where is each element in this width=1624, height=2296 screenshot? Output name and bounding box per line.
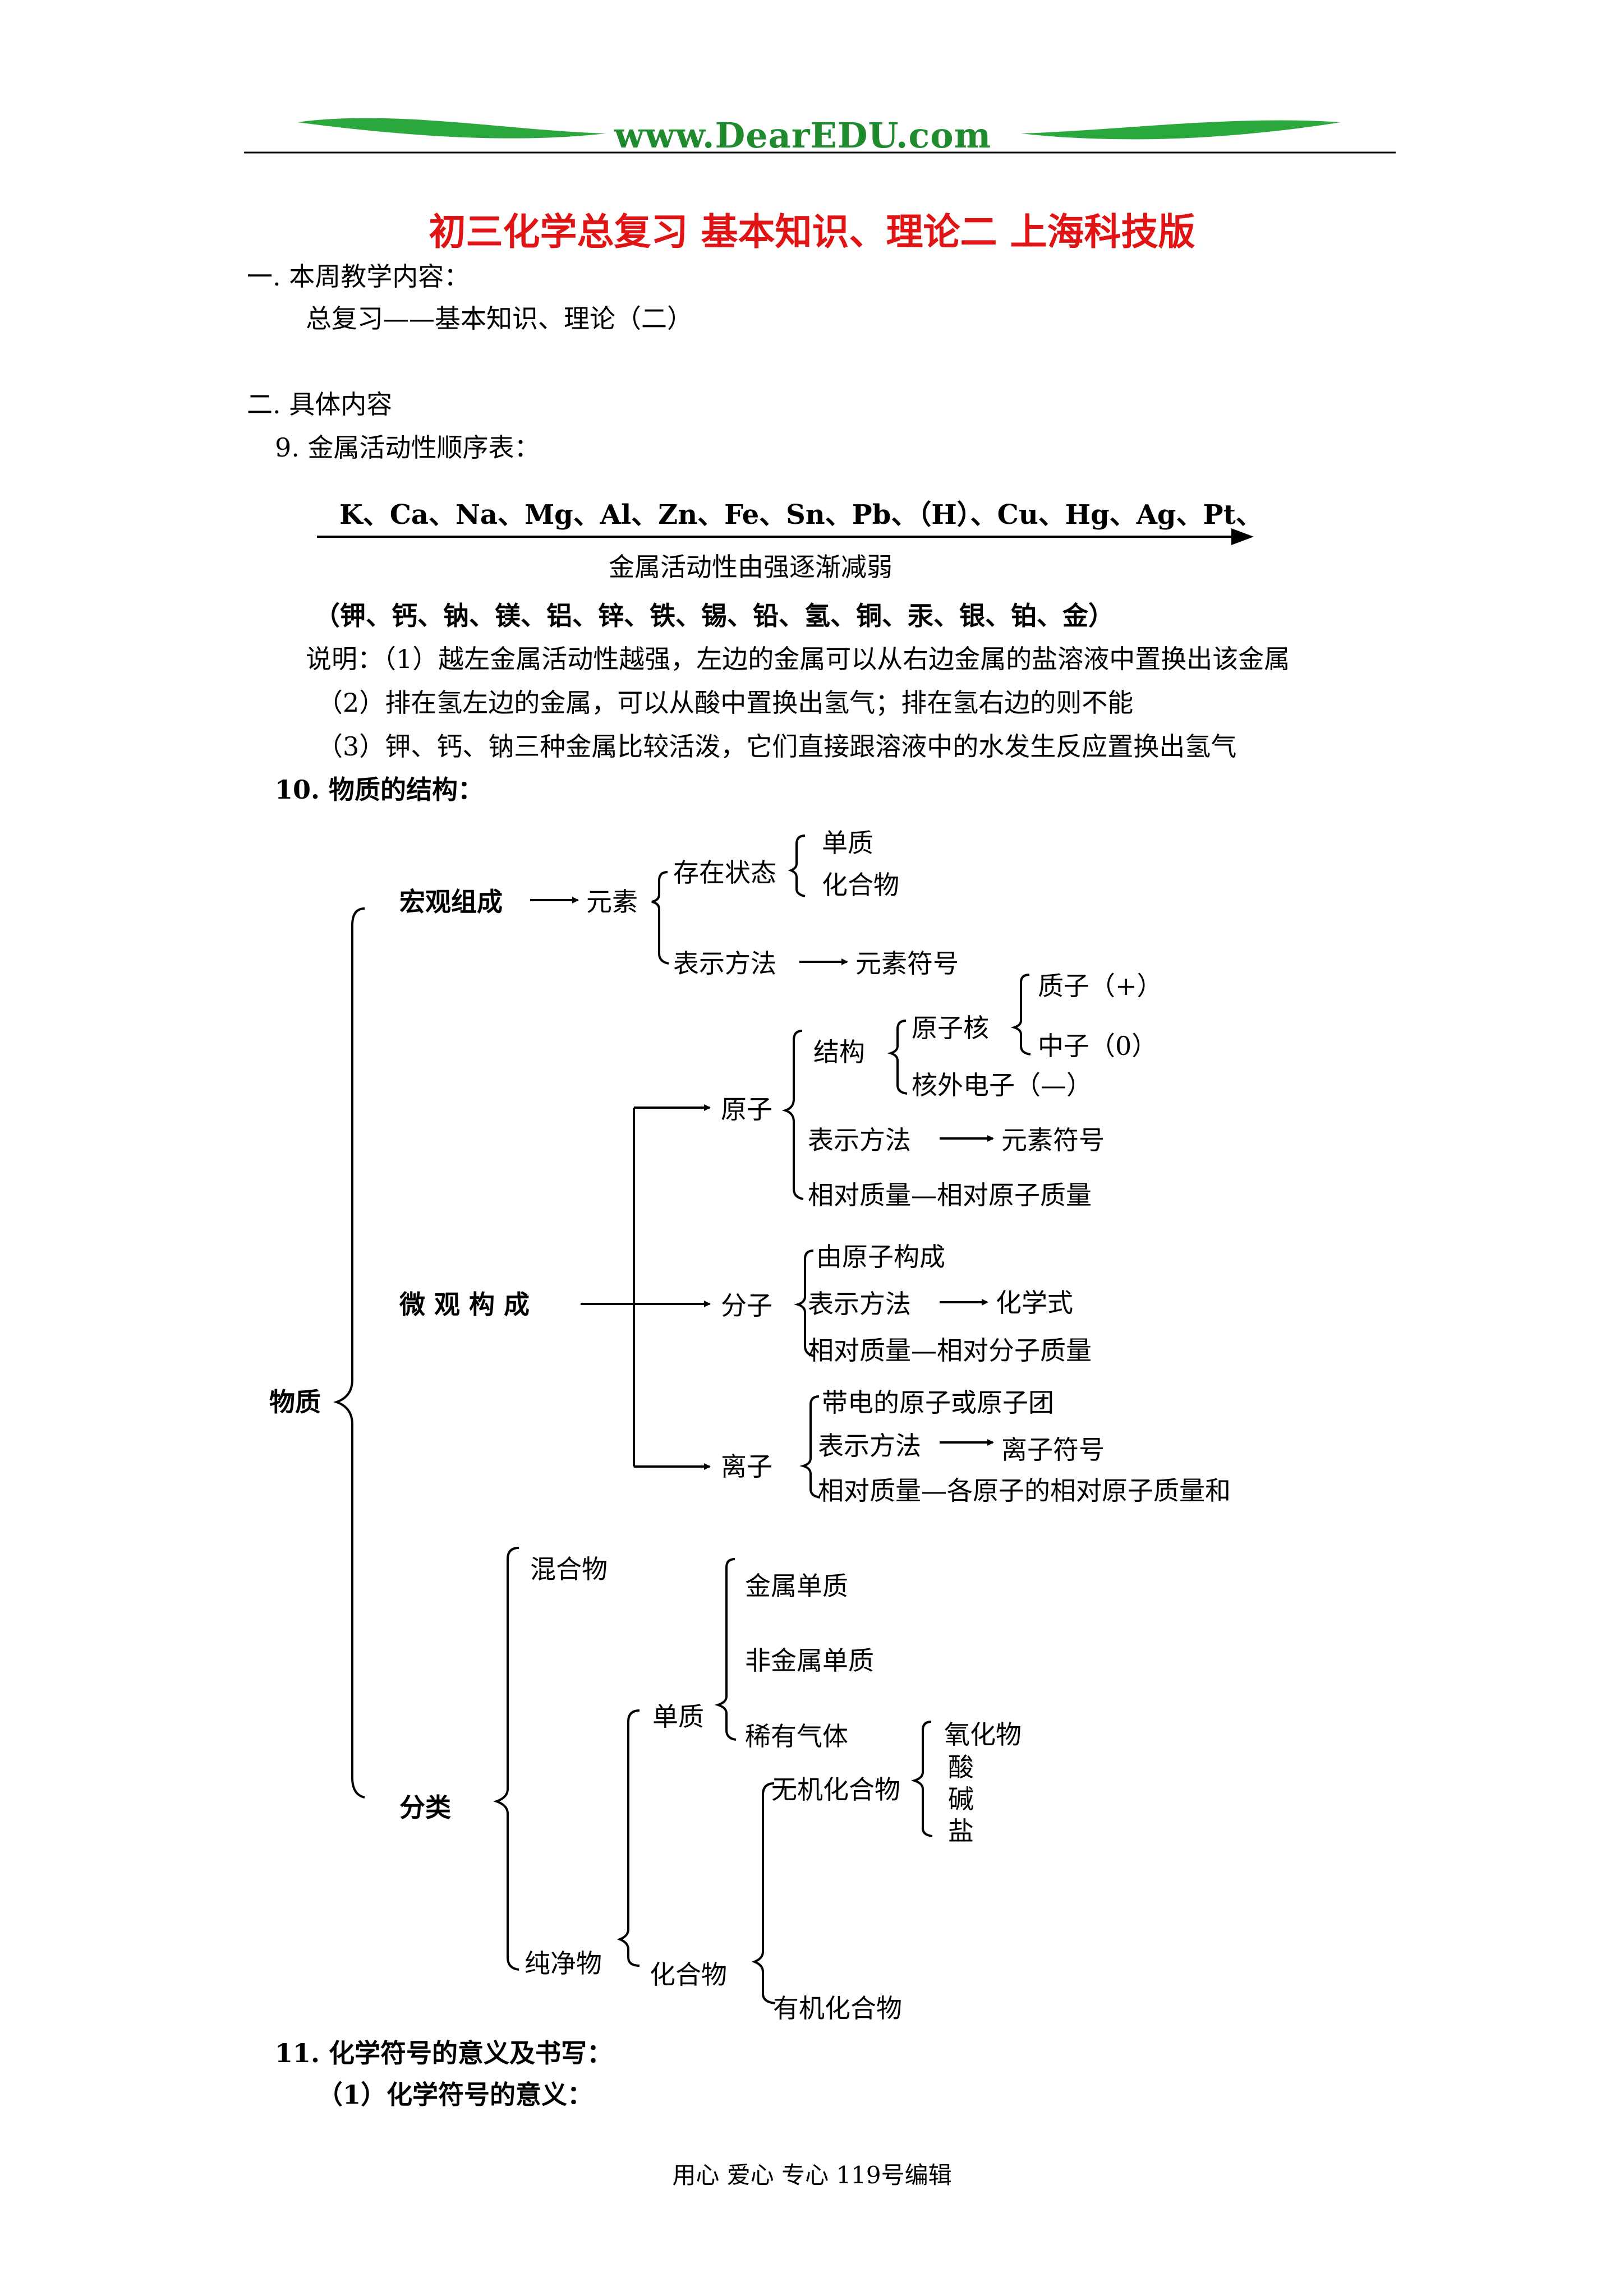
root-brace	[333, 907, 365, 1799]
item10-heading: 10. 物质的结构：	[275, 774, 484, 805]
activity-arrow-label: 金属活动性由强逐渐减弱	[609, 552, 892, 582]
molecule-repr: 表示方法	[808, 1289, 911, 1319]
class-metal: 金属单质	[745, 1571, 848, 1601]
class-acid: 酸	[948, 1752, 974, 1782]
ion-symbol: 离子符号	[1001, 1435, 1105, 1465]
class-pure: 纯净物	[525, 1948, 602, 1979]
molecule-from: 由原子构成	[816, 1242, 945, 1272]
atom-repr: 表示方法	[808, 1125, 911, 1155]
macro-compound: 化合物	[822, 870, 899, 900]
atom-mass: 相对质量—相对原子质量	[808, 1180, 1092, 1210]
class-organic: 有机化合物	[773, 1993, 902, 2023]
class-oxide: 氧化物	[944, 1719, 1022, 1750]
page-title: 初三化学总复习 基本知识、理论二 上海科技版	[429, 210, 1195, 253]
atom-nucleus: 原子核	[912, 1013, 989, 1043]
atom-structure: 结构	[813, 1037, 865, 1067]
note-2: （2）排在氢左边的金属，可以从酸中置换出氢气；排在氢右边的则不能	[317, 688, 1134, 718]
macro-state: 存在状态	[673, 857, 776, 888]
class-compound: 化合物	[650, 1960, 727, 1990]
atom-proton: 质子（+）	[1038, 971, 1163, 1001]
ion-mass: 相对质量—各原子的相对原子质量和	[818, 1476, 1231, 1506]
logo-text: www.DearEDU.com	[614, 115, 992, 156]
item11-heading: 11. 化学符号的意义及书写：	[275, 2038, 613, 2068]
macro-element: 元素	[586, 887, 638, 917]
metal-names: （钾、钙、钠、镁、铝、锌、铁、锡、铅、氢、铜、汞、银、铂、金）	[314, 601, 1114, 631]
micro-label: 微 观 构 成	[399, 1289, 530, 1320]
metal-series: K、Ca、Na、Mg、Al、Zn、Fe、Sn、Pb、（H）、Cu、Hg、Ag、P…	[339, 499, 1263, 531]
class-label: 分类	[399, 1792, 451, 1823]
atom-neutron: 中子（0）	[1038, 1031, 1158, 1061]
macro-symbol: 元素符号	[855, 948, 959, 979]
page-footer: 用心 爱心 专心 119号编辑	[672, 2161, 952, 2189]
item9-heading: 9. 金属活动性顺序表：	[275, 432, 540, 463]
molecule-mass: 相对质量—相对分子质量	[808, 1335, 1092, 1366]
note-1: 说明：（1）越左金属活动性越强，左边的金属可以从右边金属的盐溶液中置换出该金属	[306, 644, 1290, 674]
section1-body: 总复习——基本知识、理论（二）	[306, 303, 693, 334]
atom-label: 原子	[721, 1094, 772, 1124]
atom-electron: 核外电子（—）	[912, 1070, 1092, 1100]
molecule-formula: 化学式	[996, 1288, 1073, 1318]
ion-repr: 表示方法	[818, 1431, 921, 1461]
logo-swoosh-left	[297, 118, 606, 139]
class-base: 碱	[948, 1784, 974, 1814]
class-noble: 稀有气体	[745, 1721, 848, 1751]
note-3: （3）钾、钙、钠三种金属比较活泼，它们直接跟溶液中的水发生反应置换出氢气	[317, 731, 1237, 762]
macro-simple: 单质	[822, 828, 873, 858]
macro-label: 宏观组成	[399, 887, 503, 917]
item11-sub: （1）化学符号的意义：	[317, 2080, 594, 2110]
class-inorganic: 无机化合物	[771, 1774, 900, 1805]
macro-repr: 表示方法	[673, 948, 776, 979]
class-salt: 盐	[948, 1816, 974, 1846]
structure-diagram	[333, 835, 1031, 2004]
section2-heading: 二. 具体内容	[247, 389, 393, 419]
ion-label: 离子	[721, 1451, 772, 1482]
molecule-label: 分子	[721, 1290, 772, 1321]
ion-charged: 带电的原子或原子团	[822, 1387, 1054, 1418]
header-logo-graphic	[244, 118, 1396, 154]
root-label: 物质	[269, 1387, 321, 1417]
class-simple: 单质	[652, 1702, 704, 1732]
class-mixture: 混合物	[530, 1554, 608, 1584]
class-nonmetal: 非金属单质	[745, 1645, 874, 1676]
section1-heading: 一. 本周教学内容：	[247, 261, 470, 292]
logo-swoosh-right	[1021, 120, 1341, 140]
atom-symbol: 元素符号	[1001, 1125, 1105, 1155]
